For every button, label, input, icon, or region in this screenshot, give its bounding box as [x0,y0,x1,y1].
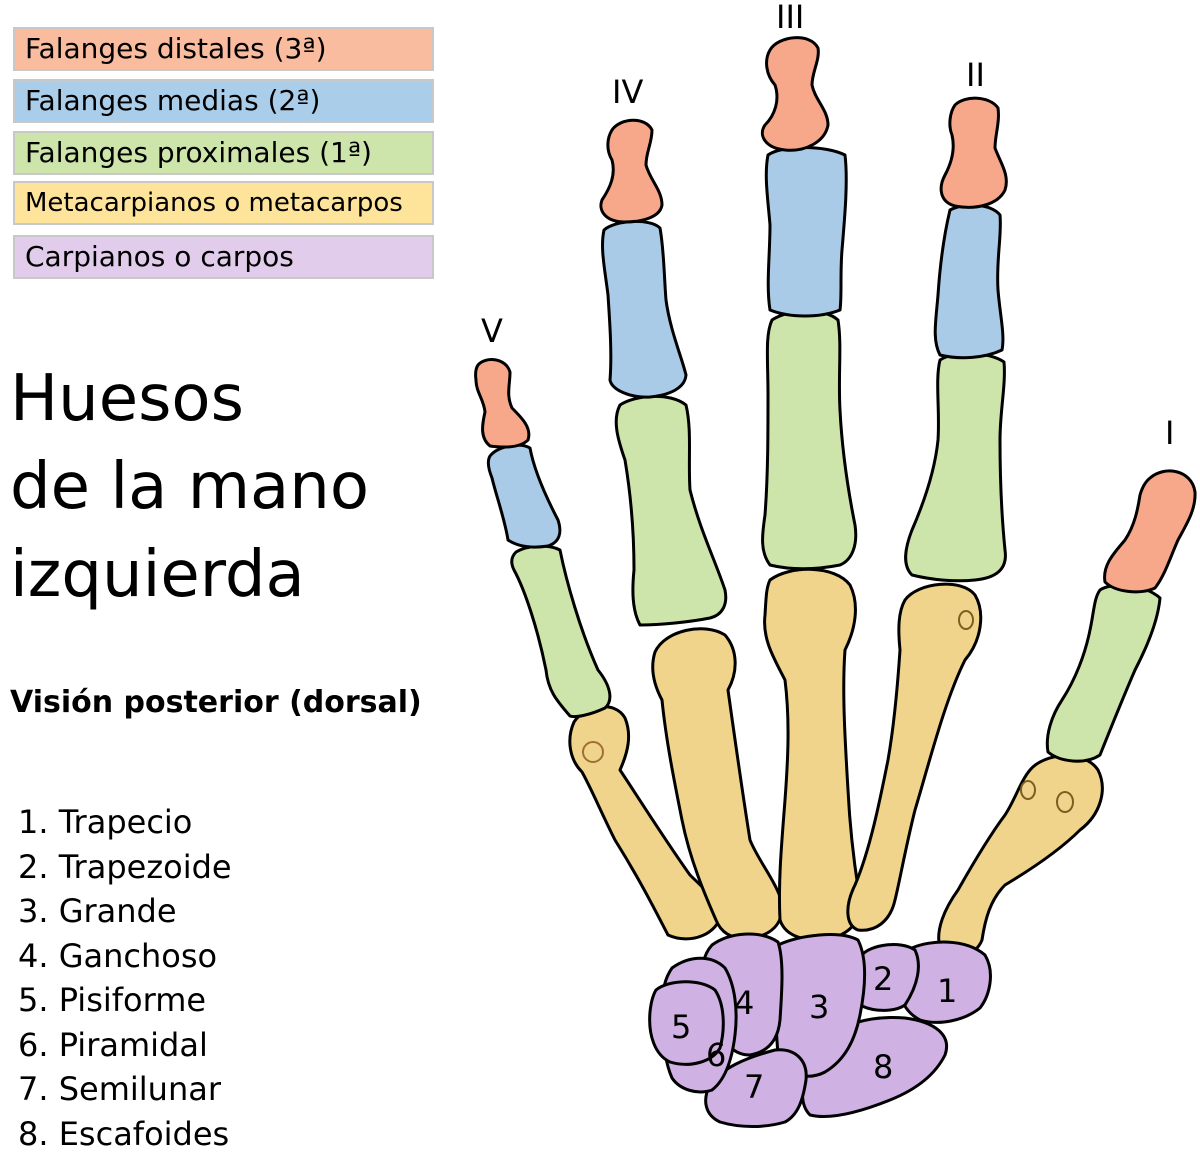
metacarpal-1 [937,754,1104,958]
title-line-3: izquierda [10,538,305,612]
finger-label-little: V [481,312,503,350]
metacarpal-4 [651,627,784,940]
carpal-label-5: 5 [671,1008,691,1046]
middle-phalanx-4 [601,219,688,399]
legend-carpal: Carpianos o carpos [13,235,434,279]
finger-label-ring: IV [612,73,643,111]
sesamoid-1b [1056,791,1074,813]
middle-phalanx-5 [486,443,562,549]
proximal-phalanx-1 [1045,583,1162,763]
carpal-label-3: 3 [809,988,829,1026]
proximal-phalanx-4 [614,394,728,627]
sesamoid-5 [582,741,604,763]
distal-phalanx-2 [939,96,1008,209]
finger-ring [599,118,784,940]
bone-list-item-6: 6. Piramidal [18,1025,208,1064]
sesamoid-1a [1020,780,1036,800]
legend-medial: Falanges medias (2ª) [13,79,434,123]
carpal-label-2: 2 [873,960,893,998]
finger-index [846,96,1008,932]
metacarpal-2 [846,582,983,932]
carpal-5-pisiform [648,980,725,1066]
finger-thumb [937,469,1197,958]
title-line-2: de la mano [10,450,369,524]
carpal-label-7: 7 [744,1068,764,1106]
distal-phalanx-4 [599,118,664,224]
bone-list-item-5: 5. Pisiforme [18,981,207,1019]
legend-distal: Falanges distales (3ª) [13,27,434,71]
bone-list-item-2: 2. Trapezoide [18,847,232,886]
carpal-bone-list: 1. Trapecio 2. Trapezoide 3. Grande 4. G… [18,800,232,1156]
finger-label-middle: III [776,0,804,36]
middle-phalanx-3 [764,146,848,318]
carpal-bones [648,932,992,1128]
bone-list-item-4: 4. Ganchoso [18,936,218,975]
carpal-label-1: 1 [937,972,957,1010]
finger-middle [760,36,862,942]
proximal-phalanx-2 [904,351,1007,583]
bone-list-item-3: 3. Grande [18,892,177,930]
carpal-label-4: 4 [734,984,754,1022]
sesamoid-2 [958,610,974,630]
bone-list-item-1: 1. Trapecio [18,803,193,841]
proximal-phalanx-3 [761,309,858,571]
finger-label-index: II [966,56,985,94]
metacarpal-3 [763,567,862,942]
finger-little [474,358,724,941]
view-subtitle: Visión posterior (dorsal) [10,685,422,720]
legend-metacarpal: Metacarpianos o metacarpos [13,181,434,225]
carpal-label-6: 6 [706,1036,726,1074]
carpal-7-lunate [704,1048,808,1128]
middle-phalanx-2 [933,203,1005,360]
distal-phalanx-1 [1103,469,1197,594]
finger-label-thumb: I [1165,414,1174,452]
carpal-label-8: 8 [873,1048,893,1086]
bone-list-item-8: 8. Escafoides [18,1114,230,1153]
proximal-phalanx-5 [510,544,612,719]
distal-phalanx-5 [474,358,531,449]
title-line-1: Huesos [10,362,244,436]
bone-list-item-7: 7. Semilunar [18,1070,221,1108]
distal-phalanx-3 [760,36,830,152]
page-title: Huesos de la mano izquierda [10,355,369,619]
legend-proximal: Falanges proximales (1ª) [13,131,434,175]
